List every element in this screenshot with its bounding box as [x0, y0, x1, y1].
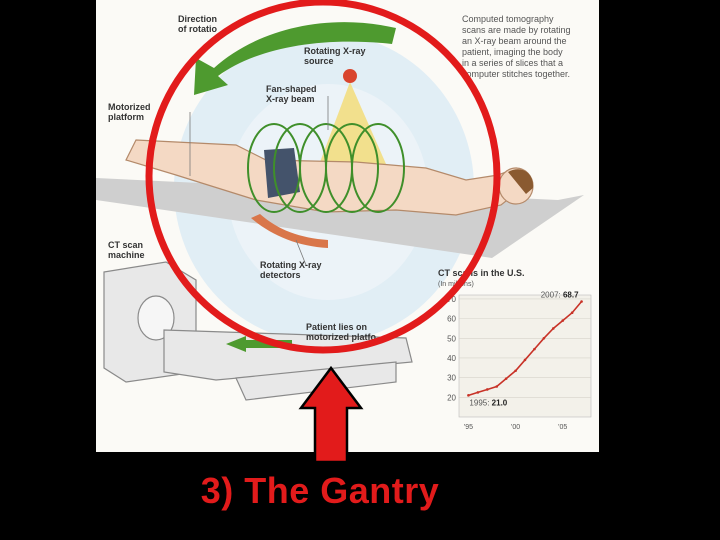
chart-data-point — [580, 300, 583, 303]
chart-y-tick-label: 40 — [447, 354, 456, 363]
chart-data-point — [485, 388, 489, 391]
chart-y-tick-label: 50 — [447, 334, 456, 343]
chart-data-point — [561, 319, 565, 322]
chart-data-point — [533, 347, 536, 351]
chart-annotation-1995: 1995: 21.0 — [469, 398, 507, 407]
chart-data-point — [542, 336, 546, 340]
pointer-up-arrow-icon — [298, 365, 364, 464]
chart-annotation-2007: 2007: 68.7 — [541, 290, 579, 299]
chart-x-tick-label: '00 — [511, 424, 520, 431]
chart-data-point — [504, 377, 508, 380]
ct-scan-diagram: Direction of rotatio Rotating X-ray sour… — [96, 0, 599, 452]
rotation-arrow-icon — [194, 22, 396, 95]
label-motorized-platform: Motorized platform — [108, 102, 151, 122]
chart-data-point — [570, 311, 574, 315]
chart-y-tick-label: 60 — [447, 315, 456, 324]
chart-svg: 20 30 40 50 60 70 '95 '00 '05 2007: 68.7 1995: 21.… — [447, 290, 592, 431]
gantry-highlight-circle — [145, 0, 501, 354]
chart-data-point — [514, 369, 517, 373]
detector-arc — [251, 214, 328, 248]
diagram-artwork — [96, 22, 584, 401]
label-rotating-source: Rotating X-ray source — [304, 46, 366, 66]
chart-data-point — [523, 358, 527, 362]
label-fan-beam: Fan-shaped X-ray beam — [266, 84, 317, 104]
chart-data-point — [467, 394, 470, 397]
patient-shorts — [264, 148, 300, 198]
chart-data-point — [551, 327, 555, 330]
label-direction-of-rotation: Direction of rotatio — [178, 14, 218, 34]
scan-slice-rings — [247, 123, 405, 213]
chart-y-tick-label: 70 — [447, 295, 456, 304]
chart-x-tick-label: '95 — [464, 424, 473, 431]
label-rotating-detectors: Rotating X-ray detectors — [260, 260, 322, 280]
caption-title: 3) The Gantry — [200, 470, 440, 511]
chart-x-tick-label: '05 — [558, 424, 567, 431]
chart-y-tick-label: 20 — [447, 393, 456, 402]
patient-hair — [508, 169, 534, 194]
ct-scans-chart: 20 30 40 50 60 70 '95 '00 '05 2007: 68.7 1995: 21.… — [435, 289, 595, 435]
label-patient-lies: Patient lies on motorized platfo — [306, 322, 376, 342]
ct-machine-sketch — [103, 261, 413, 401]
label-ct-scan-machine: CT scan machine — [108, 240, 145, 260]
chart-data-point — [476, 391, 480, 394]
chart-data-point — [495, 385, 499, 388]
xray-source-icon — [343, 69, 357, 83]
description-text: Computed tomography scans are made by ro… — [462, 14, 571, 79]
chart-y-tick-label: 30 — [447, 374, 456, 383]
